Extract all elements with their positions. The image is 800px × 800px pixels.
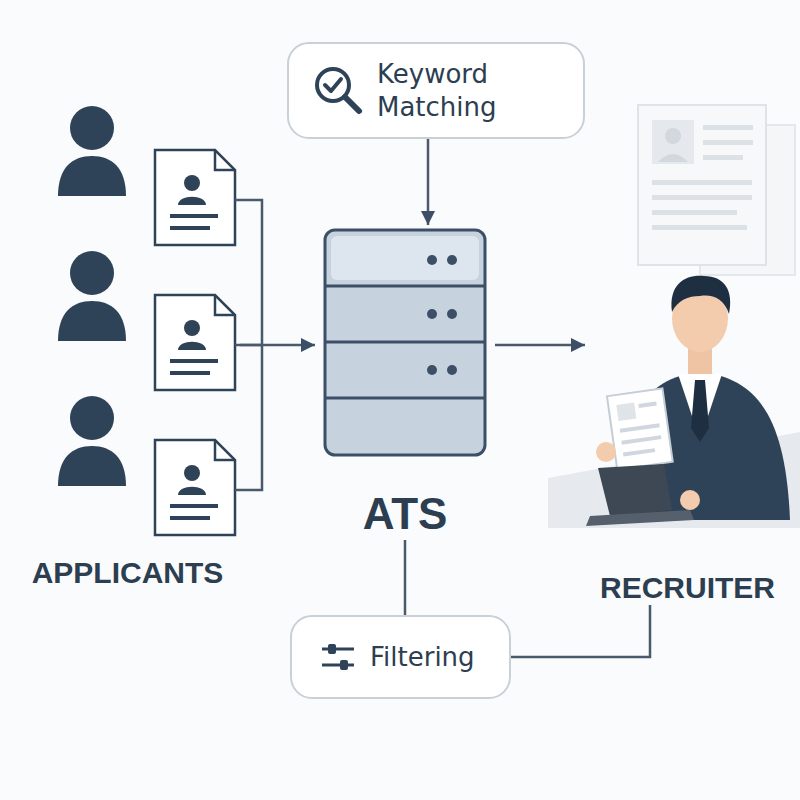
filtering-box: Filtering [290,615,511,699]
node-label: APPLICANTS [30,556,226,591]
node-label: Keyword Matching [377,58,557,123]
applicant-icons [58,106,235,535]
icon [309,63,365,119]
icon [318,637,358,677]
applicants-group: APPLICANTS [15,80,240,590]
node-label: Filtering [370,641,475,674]
magnifier-icon [309,63,365,119]
server-icon [325,230,485,455]
recruiter-figure [548,276,800,528]
connector [240,344,315,347]
connector [404,540,407,615]
node-label: RECRUITER [598,571,777,606]
connector [427,139,430,225]
background-resume [638,105,795,275]
connector [511,605,650,657]
connector [495,344,585,347]
ats-server: ATS [315,225,495,540]
keyword-box: Keyword Matching [287,42,585,139]
recruiter-group: RECRUITER [585,280,790,605]
sliders-icon [318,637,358,677]
node-label: ATS [361,489,450,540]
